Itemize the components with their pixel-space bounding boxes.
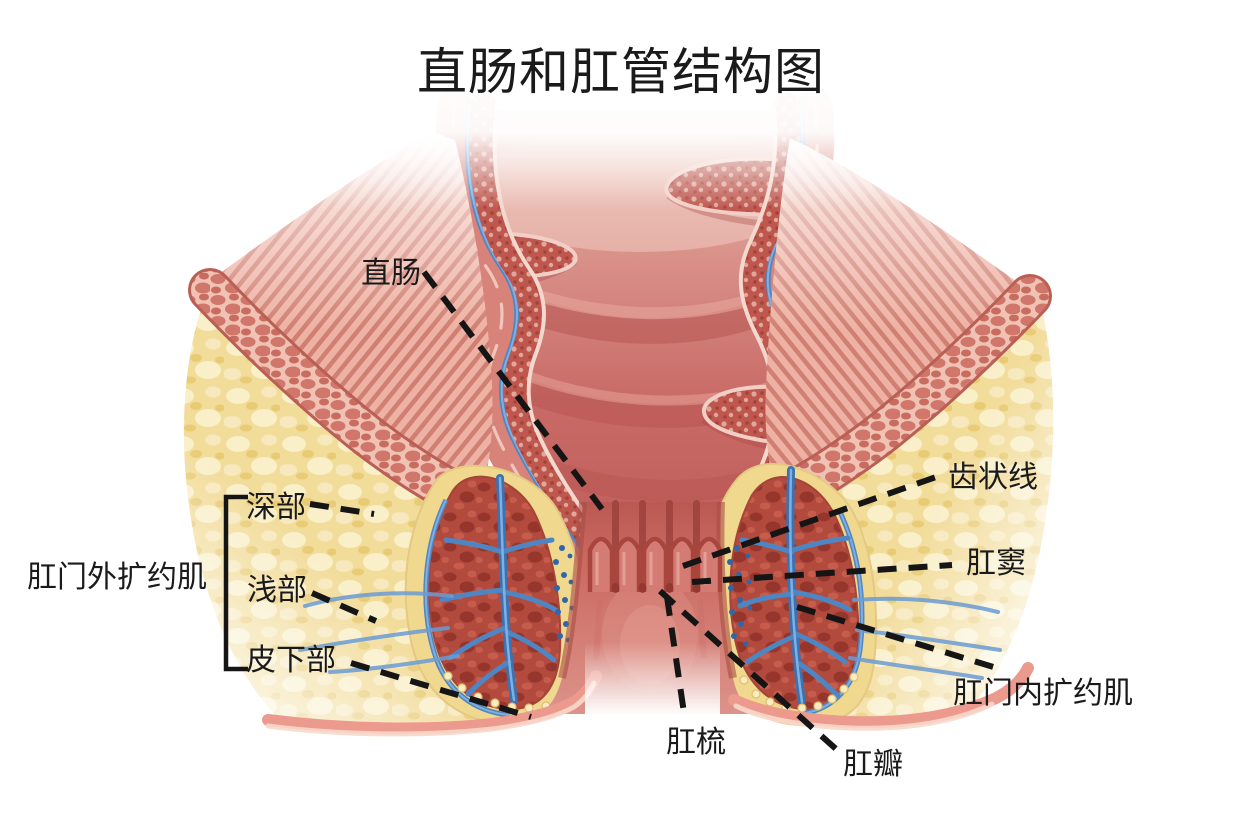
external-sphincter-bracket xyxy=(223,494,248,672)
sphincter-bulb-left xyxy=(298,464,586,726)
label-internal-anal-sphincter: 肛门内扩约肌 xyxy=(953,677,1133,710)
page-title: 直肠和肛管结构图 xyxy=(417,44,825,100)
sphincter-bulb-right xyxy=(705,462,1002,727)
leader-line-internal-anal-sphincter xyxy=(796,604,1001,672)
label-subcutaneous-part: 皮下部 xyxy=(246,644,336,677)
leader-line-deep-part xyxy=(309,501,375,517)
leader-line-subcutaneous-part xyxy=(350,660,532,720)
label-external-anal-sphincter: 肛门外扩约肌 xyxy=(27,561,207,594)
fat-veins-left xyxy=(298,591,460,674)
label-anal-pecten: 肛梳 xyxy=(666,726,726,759)
anal-columns xyxy=(587,500,723,593)
leader-line-anal-valve xyxy=(657,588,839,752)
anal-crypts xyxy=(611,583,701,593)
label-anal-valve: 肛瓣 xyxy=(843,748,903,781)
top-fade xyxy=(0,0,1242,210)
label-anal-sinus: 肛窦 xyxy=(966,547,1026,580)
label-rectum: 直肠 xyxy=(361,257,421,290)
leader-line-dentate-line xyxy=(682,474,937,569)
leader-line-anal-pecten xyxy=(664,596,687,714)
canal-bottom-fade xyxy=(585,642,720,718)
fat-veins-right xyxy=(848,596,1002,680)
leader-line-anal-sinus xyxy=(691,562,953,585)
label-deep-part: 深部 xyxy=(246,491,306,524)
label-superficial-part: 浅部 xyxy=(247,574,307,607)
leader-line-superficial-part xyxy=(310,590,378,624)
perianal-skin xyxy=(262,662,1034,737)
leader-line-rectum xyxy=(421,270,605,511)
label-dentate-line: 齿状线 xyxy=(948,461,1038,494)
venous-plexus-dots-right xyxy=(727,545,753,647)
